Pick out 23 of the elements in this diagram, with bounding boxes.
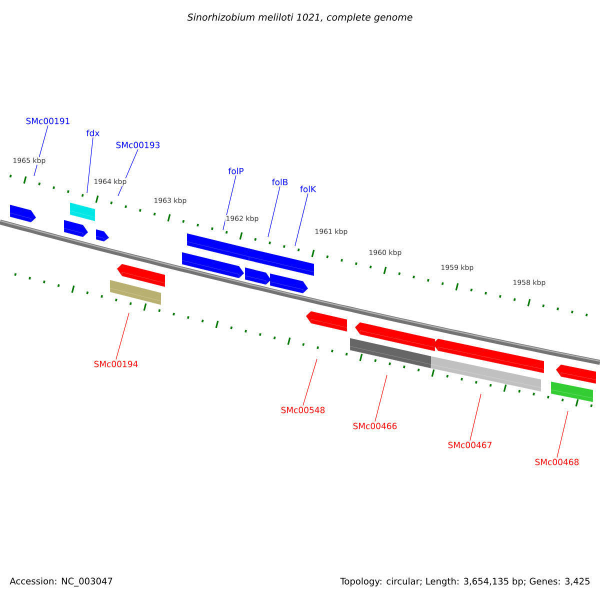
leader-line xyxy=(302,358,318,406)
gene-label: SMc00194 xyxy=(94,360,138,368)
gene-label: SMc00193 xyxy=(116,142,160,148)
footer-text: Topology: circular; Length: 3,654,135 bp; Genes: 3,425 xyxy=(340,578,590,586)
gene-label: SMc00191 xyxy=(26,118,70,124)
footer-text: Accession: NC_003047 xyxy=(10,578,112,586)
leader-line xyxy=(268,186,280,238)
gene-label: SMc00467 xyxy=(448,442,492,448)
title: Sinorhizobium meliloti 1021, complete genome xyxy=(187,13,412,23)
leader-line xyxy=(556,410,568,458)
gene-label: folP xyxy=(228,168,244,174)
leader-line xyxy=(374,374,388,422)
leader-line xyxy=(294,193,308,246)
gene-label: fdx xyxy=(86,130,100,136)
leader-line xyxy=(222,175,236,230)
leader-line xyxy=(86,137,94,194)
gene-label: SMc00548 xyxy=(281,406,325,414)
gene-label: SMc00468 xyxy=(535,458,579,466)
gene-label: folB xyxy=(272,178,288,186)
gene-label: folK xyxy=(300,186,316,192)
gene-label: SMc00466 xyxy=(353,422,397,430)
leader-line xyxy=(470,394,482,441)
leader-line xyxy=(116,312,130,360)
